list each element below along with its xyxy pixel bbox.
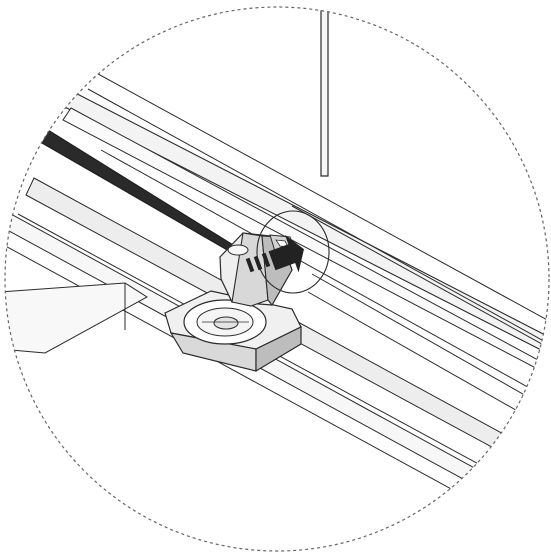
- rail-line-6: [291, 205, 549, 350]
- base-plate-side: [255, 326, 302, 373]
- upper-vertical-frame: [320, 7, 329, 177]
- push-direction-arrow-icon: [245, 234, 304, 273]
- rail-line-2: [87, 88, 549, 346]
- upper-rail-edge: [62, 107, 549, 377]
- rail-line-7: [311, 273, 549, 411]
- left-lower-panel: [5, 282, 148, 354]
- lower-rail: [5, 207, 549, 528]
- right-lower-block: [483, 453, 503, 475]
- rail-line-8: [307, 291, 549, 431]
- upright-hole: [227, 244, 249, 256]
- rail-line-3: [100, 149, 549, 401]
- focus-circle-icon: [256, 210, 330, 294]
- detail-circle-border: [4, 6, 550, 552]
- rail-line-1: [88, 68, 549, 323]
- base-ring-center: [213, 316, 239, 330]
